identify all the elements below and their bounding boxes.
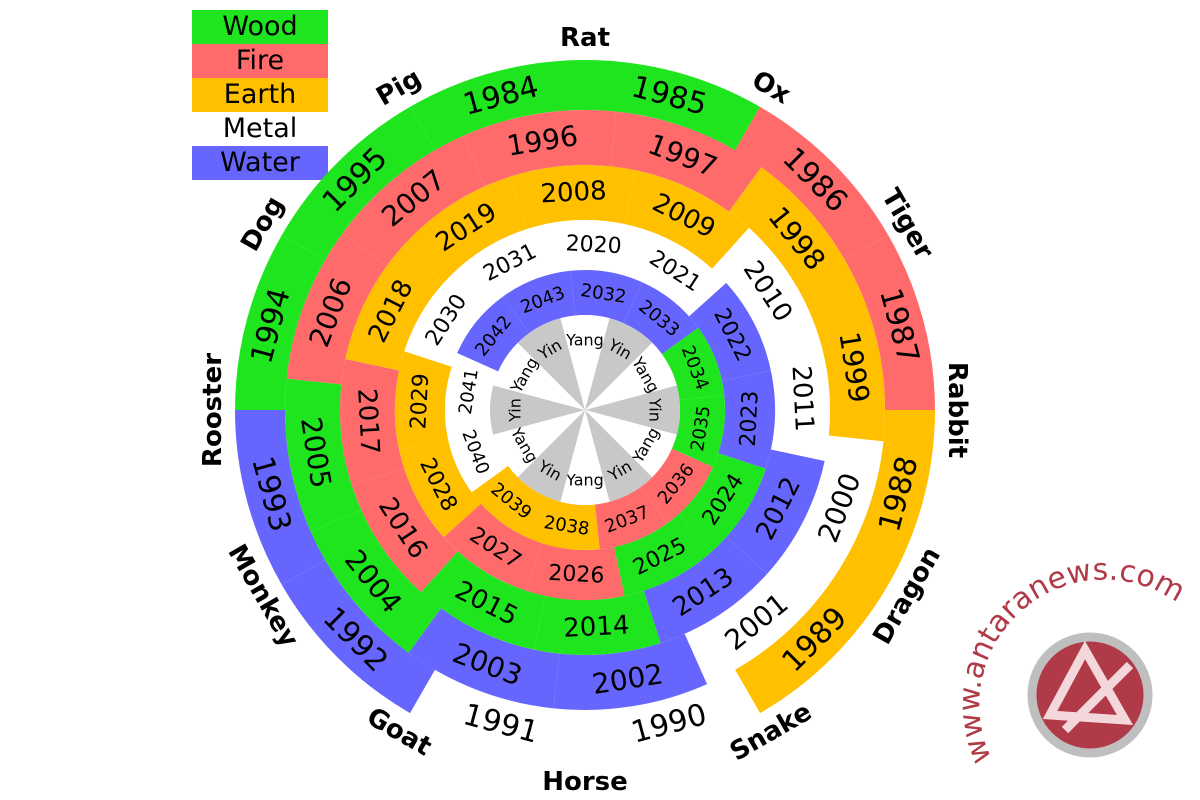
ring-segment xyxy=(462,110,617,187)
ring-segment xyxy=(471,465,547,538)
animal-label: Horse xyxy=(542,767,628,797)
ring-segment xyxy=(408,608,560,709)
ring-segment xyxy=(553,633,708,710)
ring-segment xyxy=(684,554,828,685)
animal-label: Rooster xyxy=(198,353,228,467)
polarity-wedge xyxy=(517,318,585,410)
ring-segment xyxy=(808,287,885,442)
ring-segment xyxy=(735,106,889,260)
year-label: 2023 xyxy=(736,390,764,447)
ring-segment xyxy=(399,439,481,538)
legend-item-fire: Fire xyxy=(192,44,328,78)
polarity-wedge xyxy=(585,410,677,478)
ring-segment xyxy=(457,296,530,372)
ring-segment xyxy=(528,496,600,550)
ring-segment xyxy=(783,435,884,587)
polarity-label: Yang xyxy=(565,331,604,350)
legend-item-wood: Wood xyxy=(192,10,328,44)
ring-segment xyxy=(421,551,546,650)
ring-segment xyxy=(712,227,819,352)
ring-segment xyxy=(661,327,725,401)
ring-segment xyxy=(340,359,405,486)
ring-segment xyxy=(394,351,452,450)
legend-item-earth: Earth xyxy=(192,78,328,112)
year-label: 2020 xyxy=(565,231,622,259)
element-legend: Wood Fire Earth Metal Water xyxy=(192,10,328,180)
ring-segment xyxy=(570,270,642,324)
ring-segment xyxy=(445,353,499,425)
polarity-wedge xyxy=(517,410,585,502)
ring-segment xyxy=(678,453,766,552)
ring-segment xyxy=(844,235,935,410)
year-label: 2026 xyxy=(548,561,605,589)
polarity-wedge xyxy=(585,385,680,435)
ring-segment xyxy=(671,395,726,467)
polarity-wedge xyxy=(585,410,653,502)
polarity-wedge xyxy=(560,315,610,410)
ring-segment xyxy=(310,509,441,653)
polarity-wedge xyxy=(493,410,585,478)
ring-segment xyxy=(628,229,727,317)
ring-segment xyxy=(286,233,387,385)
year-label: 2029 xyxy=(406,373,434,430)
ring-segment xyxy=(765,334,830,461)
ring-segment xyxy=(735,560,889,714)
antaranews-logo-icon xyxy=(1027,632,1153,758)
ring-segment xyxy=(281,560,435,714)
ring-segment xyxy=(610,111,762,212)
polarity-wedge xyxy=(585,318,653,410)
ring-segment xyxy=(285,378,362,533)
ring-segment xyxy=(410,60,585,151)
animal-label: Rat xyxy=(560,23,610,53)
ring-segment xyxy=(404,268,492,367)
polarity-wedge xyxy=(490,385,585,435)
ring-segment xyxy=(526,543,625,600)
year-label: 2014 xyxy=(563,610,631,643)
year-label: 2017 xyxy=(351,388,384,456)
ring-segment xyxy=(623,282,699,355)
ring-segment xyxy=(457,224,556,306)
polarity-wedge xyxy=(560,410,610,506)
ring-segment xyxy=(640,448,713,524)
ring-segment xyxy=(443,503,542,591)
animal-label: Rabbit xyxy=(942,362,972,458)
ring-segment xyxy=(534,590,661,656)
ring-segment xyxy=(281,106,435,260)
ring-segment xyxy=(614,514,713,596)
legend-item-water: Water xyxy=(192,146,328,180)
polarity-label: Yin xyxy=(646,397,665,422)
ring-segment xyxy=(351,468,458,593)
ring-segment xyxy=(844,410,935,585)
polarity-label: Yin xyxy=(506,398,525,423)
watermark-logo: www.antaranews.com xyxy=(955,555,1191,768)
ring-segment xyxy=(509,164,636,230)
ring-segment xyxy=(402,176,527,283)
ring-segment xyxy=(729,167,860,311)
ring-segment xyxy=(624,170,749,269)
ring-segment xyxy=(502,270,576,334)
ring-segment xyxy=(585,60,760,151)
ring-segment xyxy=(594,486,668,550)
polarity-label: Yang xyxy=(565,471,604,490)
ring-segment xyxy=(718,370,775,469)
ring-segment xyxy=(643,537,768,644)
year-label: 2008 xyxy=(540,176,608,209)
polarity-wedge xyxy=(493,342,585,410)
ring-segment xyxy=(345,246,444,371)
ring-segment xyxy=(445,419,509,493)
ring-segment xyxy=(585,669,760,760)
ring-segment xyxy=(545,220,644,277)
ring-segment xyxy=(689,282,771,381)
ring-segment xyxy=(410,669,585,760)
year-label: 2011 xyxy=(785,365,818,433)
legend-item-metal: Metal xyxy=(192,112,328,146)
ring-segment xyxy=(235,235,326,410)
ring-segment xyxy=(726,449,825,574)
ring-segment xyxy=(235,410,326,585)
ring-segment xyxy=(342,135,486,266)
polarity-wedge xyxy=(585,342,677,410)
